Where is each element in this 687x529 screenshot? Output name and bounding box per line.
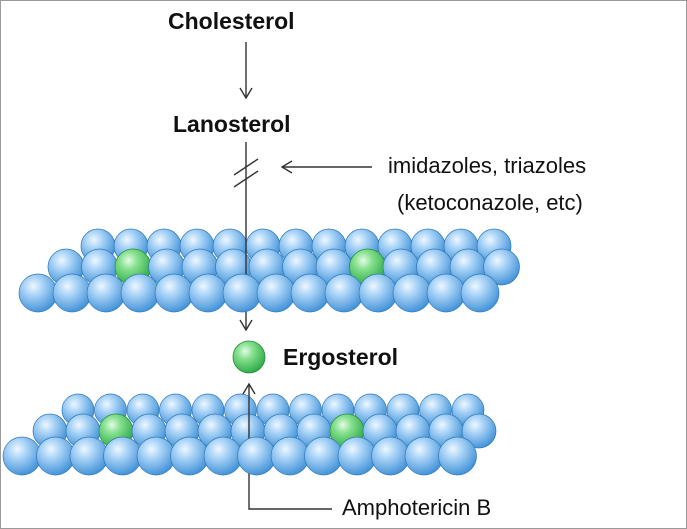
- lipid-molecule: [188, 273, 228, 313]
- lipid-molecule: [154, 273, 194, 313]
- azole-drugs-label: imidazoles, triazoles: [388, 153, 587, 178]
- lipid-molecule: [222, 273, 262, 313]
- lipid-molecule: [358, 273, 398, 313]
- lipid-molecule: [404, 436, 444, 476]
- lipid-molecule: [324, 273, 364, 313]
- lipid-molecule: [337, 436, 377, 476]
- lipid-molecule: [86, 273, 126, 313]
- block-mark-icon: [233, 158, 259, 188]
- upper-membrane-back: [47, 228, 520, 286]
- lipid-molecule: [136, 436, 176, 476]
- lipid-molecule: [103, 436, 142, 476]
- lipid-molecule: [256, 273, 296, 313]
- lipid-molecule: [270, 436, 310, 476]
- lipid-molecule: [371, 436, 410, 476]
- lipid-molecule: [2, 436, 42, 476]
- lipid-molecule: [426, 273, 466, 313]
- lower-membrane-back: [32, 393, 497, 449]
- lipid-molecule: [483, 248, 520, 286]
- cholesterol-label: Cholesterol: [168, 8, 295, 34]
- lipid-molecule: [461, 413, 497, 449]
- lipid-molecule: [237, 436, 276, 476]
- lipid-molecule: [170, 436, 209, 476]
- lipid-molecule: [52, 273, 92, 313]
- lipid-molecule: [69, 436, 109, 476]
- lipid-molecule: [120, 273, 160, 313]
- ketoconazole-label: (ketoconazole, etc): [397, 190, 583, 215]
- amphotericin-b-label: Amphotericin B: [342, 495, 492, 520]
- lipid-molecule: [438, 436, 477, 476]
- ergosterol-sphere-icon: [232, 340, 266, 374]
- lipid-molecule: [36, 436, 75, 476]
- ergosterol-label: Ergosterol: [283, 344, 399, 370]
- lipid-molecule: [290, 273, 330, 313]
- lipid-molecule: [460, 273, 500, 313]
- lipid-molecule: [304, 436, 343, 476]
- lanosterol-label: Lanosterol: [173, 111, 291, 137]
- lipid-molecule: [392, 273, 432, 313]
- upper-membrane-front: [18, 273, 500, 313]
- lipid-molecule: [18, 273, 58, 313]
- arrow-amphotericin-binding: [242, 382, 332, 510]
- lower-membrane-front: [2, 436, 477, 476]
- lipid-molecule: [203, 436, 243, 476]
